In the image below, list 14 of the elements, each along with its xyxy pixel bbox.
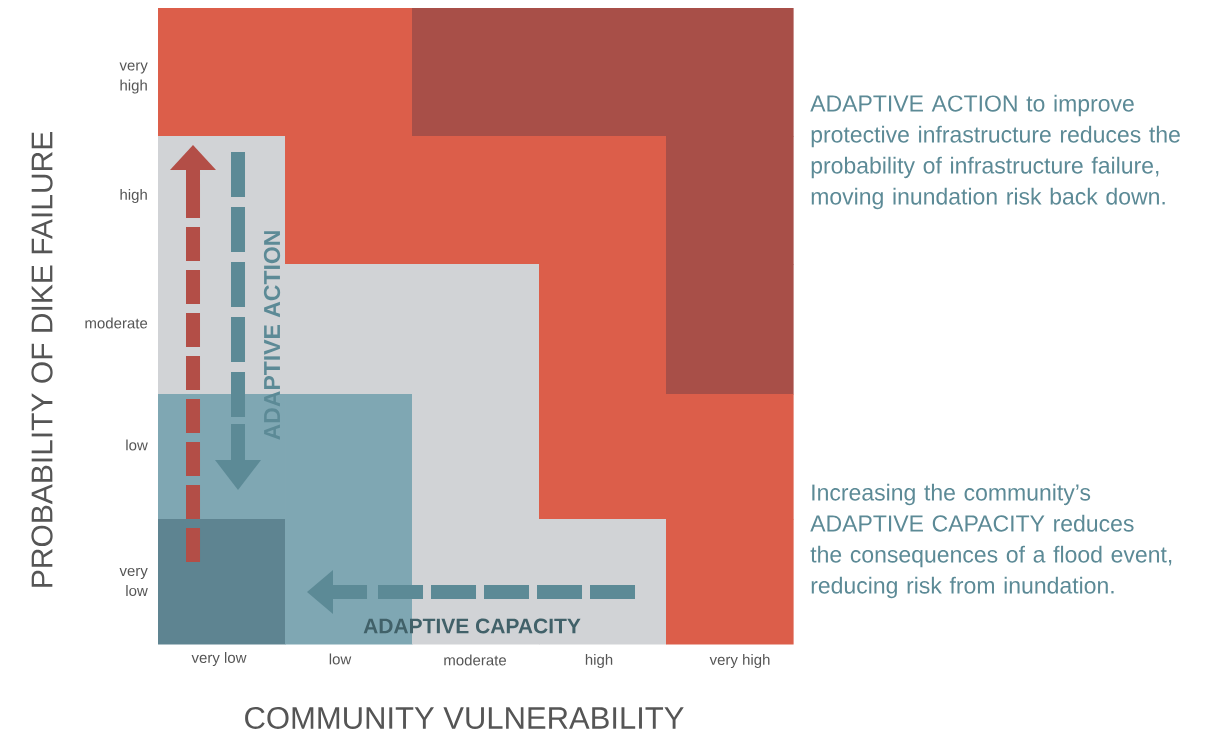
axis-title: PROBABILITY OF DIKE FAILURE bbox=[31, 132, 53, 587]
tick-label: very high bbox=[709, 654, 770, 668]
tick-label: low bbox=[126, 439, 148, 451]
axis-title: COMMUNITY VULNERABILITY bbox=[245, 707, 684, 729]
description-text: Increasing the community’s ADAPTIVE CAPACITY reduces the consequences of a flood event, reducing risk from inundation. bbox=[810, 483, 1172, 599]
tick-label: high bbox=[585, 654, 613, 668]
tick-label: very high bbox=[119, 62, 148, 94]
tick-label: moderate bbox=[85, 317, 148, 329]
description-text: ADAPTIVE ACTION to improve protective infrastructure reduces the probability of infrastructure failure, moving inundation risk back down. bbox=[810, 94, 1180, 210]
tick-label: low bbox=[329, 653, 352, 665]
tick-label: high bbox=[120, 189, 147, 203]
tick-label: moderate bbox=[444, 654, 506, 666]
tick-label: very low bbox=[191, 652, 247, 666]
tick-label: very low bbox=[119, 567, 148, 597]
